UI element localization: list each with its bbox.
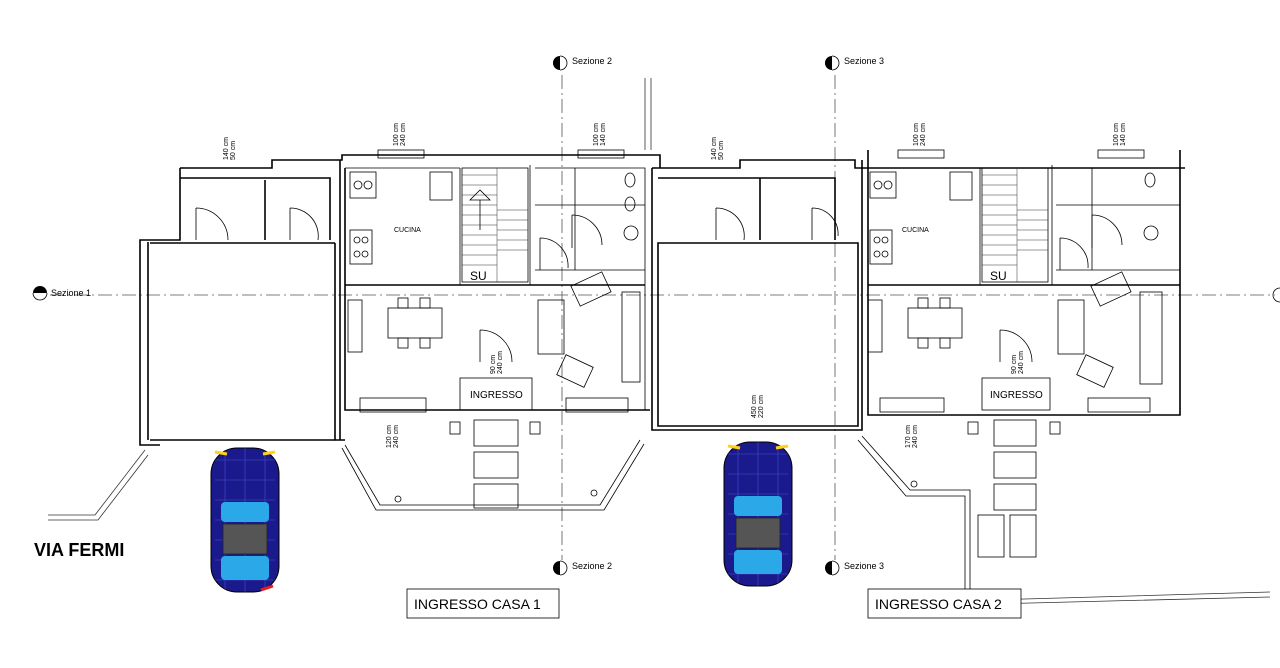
section-3-label-bottom: Sezione 3 bbox=[844, 561, 884, 571]
dim-170-240-b: 240 cm bbox=[912, 425, 919, 448]
section-3-label-top: Sezione 3 bbox=[844, 56, 884, 66]
dim-100-240-d: 240 cm bbox=[920, 123, 927, 146]
section-1-marker[interactable]: Sezione 1 bbox=[32, 286, 91, 301]
dim-90-240-b: 240 cm bbox=[497, 351, 504, 374]
dim-100-140-c: 100 cm bbox=[1113, 123, 1120, 146]
entrance-casa-1[interactable]: INGRESSO CASA 1 bbox=[406, 588, 560, 619]
dim-100-240-a: 100 cm bbox=[393, 123, 400, 146]
section-3-marker-top[interactable]: Sezione 3 bbox=[825, 55, 884, 71]
dim-100-140-d: 140 cm bbox=[1120, 123, 1127, 146]
entrance-casa-2[interactable]: INGRESSO CASA 2 bbox=[867, 588, 1022, 619]
dim-450-220-b: 220 cm bbox=[758, 395, 765, 418]
section-2-label-top: Sezione 2 bbox=[572, 56, 612, 66]
street-name: VIA FERMI bbox=[34, 540, 124, 560]
dim-450-220-a: 450 cm bbox=[751, 395, 758, 418]
dim-90-240-c: 90 cm bbox=[1011, 355, 1018, 374]
kitchen-label-1: CUCINA bbox=[394, 227, 421, 234]
car-icon bbox=[723, 441, 793, 587]
interior-house-1: SU CUCINA INGRESSO bbox=[195, 167, 641, 411]
section-2-marker-top[interactable]: Sezione 2 bbox=[553, 55, 612, 71]
kitchen-label-2: CUCINA bbox=[902, 227, 929, 234]
ingresso-label-2: INGRESSO bbox=[990, 390, 1043, 401]
dim-90-240-a: 90 cm bbox=[490, 355, 497, 374]
entrance-casa-1-label: INGRESSO CASA 1 bbox=[414, 596, 541, 612]
section-axes bbox=[50, 75, 1275, 560]
car-icon bbox=[210, 447, 280, 593]
dim-100-240-b: 240 cm bbox=[400, 123, 407, 146]
section-2-label-bottom: Sezione 2 bbox=[572, 561, 612, 571]
dimension-labels: 140 cm 50 cm 100 cm 240 cm 100 cm 140 cm… bbox=[223, 123, 1127, 448]
stair-label-2: SU bbox=[990, 269, 1007, 283]
dim-140-50-c: 140 cm bbox=[711, 137, 718, 160]
dim-100-140-a: 100 cm bbox=[593, 123, 600, 146]
dim-120-240-b: 240 cm bbox=[393, 425, 400, 448]
terraces bbox=[341, 419, 1061, 590]
entrance-casa-2-label: INGRESSO CASA 2 bbox=[875, 596, 1002, 612]
dim-140-50-d: 50 cm bbox=[718, 141, 725, 160]
dim-100-240-c: 100 cm bbox=[913, 123, 920, 146]
section-2-marker-bottom[interactable]: Sezione 2 bbox=[553, 560, 612, 576]
dim-90-240-d: 240 cm bbox=[1018, 351, 1025, 374]
street-lines bbox=[48, 78, 1271, 605]
dim-140-50-b: 50 cm bbox=[230, 141, 237, 160]
walls-house-1 bbox=[139, 149, 661, 446]
interior-house-2: SU CUCINA INGRESSO bbox=[715, 167, 1163, 411]
dim-170-240-a: 170 cm bbox=[905, 425, 912, 448]
walls-house-2 bbox=[651, 149, 1185, 431]
dim-100-140-b: 140 cm bbox=[600, 123, 607, 146]
dim-140-50-a: 140 cm bbox=[223, 137, 230, 160]
ingresso-label-1: INGRESSO bbox=[470, 390, 523, 401]
section-3-marker-bottom[interactable]: Sezione 3 bbox=[825, 560, 884, 576]
stair-label-1: SU bbox=[470, 269, 487, 283]
section-1-label: Sezione 1 bbox=[51, 288, 91, 298]
section-1-marker-right bbox=[1272, 287, 1280, 303]
dim-120-240-a: 120 cm bbox=[386, 425, 393, 448]
